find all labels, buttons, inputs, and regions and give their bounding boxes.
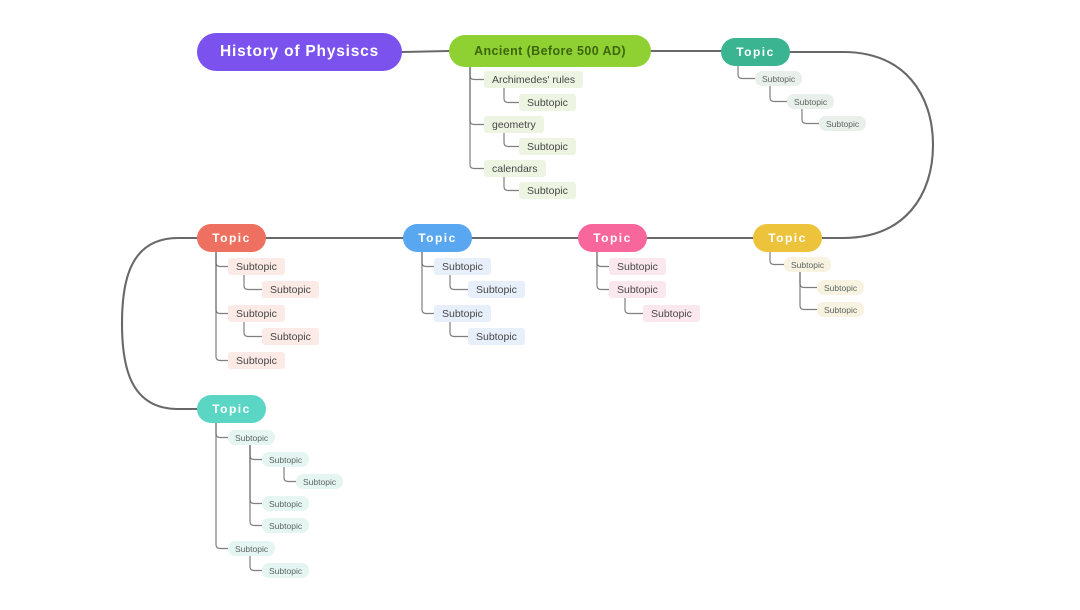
root-topic-node[interactable]: History of Physiscs [197, 33, 402, 71]
branch-ancient-node[interactable]: Ancient (Before 500 AD) [449, 35, 651, 67]
branch-topic-pink-node[interactable]: Topic [578, 224, 647, 252]
subtopic-node[interactable]: Subtopic [434, 258, 491, 275]
subtopic-node[interactable]: Subtopic [228, 352, 285, 369]
branch-topic-blue-node[interactable]: Topic [403, 224, 472, 252]
branch-topic-coral-node[interactable]: Topic [197, 224, 266, 252]
subtopic-node[interactable]: Subtopic [262, 452, 310, 467]
subtopic-node[interactable]: Subtopic [262, 563, 310, 578]
subtopic-node[interactable]: Subtopic [262, 281, 319, 298]
subtopic-node[interactable]: Subtopic [519, 138, 576, 155]
subtopic-node[interactable]: Subtopic [228, 541, 276, 556]
subtopic-node[interactable]: Subtopic [519, 182, 576, 199]
subtopic-node[interactable]: geometry [484, 116, 544, 133]
subtopic-node[interactable]: Subtopic [643, 305, 700, 322]
subtopic-node[interactable]: Subtopic [519, 94, 576, 111]
subtopic-node[interactable]: Subtopic [262, 496, 310, 511]
subtopic-node[interactable]: Subtopic [755, 71, 803, 86]
subtopic-node[interactable]: Subtopic [296, 474, 344, 489]
subtopic-node[interactable]: Subtopic [468, 281, 525, 298]
subtopic-node[interactable]: Subtopic [262, 518, 310, 533]
spine-left-arc [120, 236, 199, 411]
subtopic-node[interactable]: Subtopic [228, 430, 276, 445]
spine-right-arc [788, 50, 935, 240]
subtopic-node[interactable]: Subtopic [434, 305, 491, 322]
subtopic-node[interactable]: Subtopic [609, 281, 666, 298]
branch-topic-yellow-node[interactable]: Topic [753, 224, 822, 252]
branch-topic-teal-node[interactable]: Topic [721, 38, 790, 66]
subtopic-node[interactable]: Archimedes' rules [484, 71, 584, 88]
subtopic-node[interactable]: calendars [484, 160, 546, 177]
subtopic-node[interactable]: Subtopic [228, 305, 285, 322]
spine-root-ancient [400, 49, 451, 54]
subtopic-node[interactable]: Subtopic [817, 302, 865, 317]
subtopic-node[interactable]: Subtopic [468, 328, 525, 345]
subtopic-node[interactable]: Subtopic [262, 328, 319, 345]
subtopic-node[interactable]: Subtopic [784, 257, 832, 272]
subtopic-node[interactable]: Subtopic [228, 258, 285, 275]
subtopic-node[interactable]: Subtopic [817, 280, 865, 295]
subtopic-node[interactable]: Subtopic [787, 94, 835, 109]
branch-topic-mint-node[interactable]: Topic [197, 395, 266, 423]
subtopic-node[interactable]: Subtopic [609, 258, 666, 275]
subtopic-node[interactable]: Subtopic [819, 116, 867, 131]
